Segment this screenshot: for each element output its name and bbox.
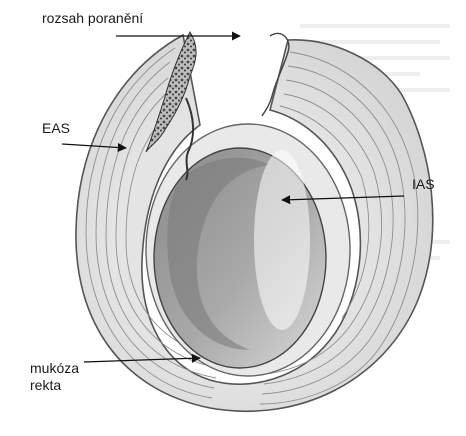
ias-label: IAS [412, 176, 435, 193]
injury-extent-label: rozsah poranění [42, 10, 143, 27]
mucosa-label-line2: rekta [30, 377, 79, 394]
rectal-mucosa-label: mukóza rekta [30, 360, 79, 394]
lumen-highlight [254, 150, 310, 330]
eas-label: EAS [42, 120, 70, 137]
mucosa-label-line1: mukóza [30, 360, 79, 377]
